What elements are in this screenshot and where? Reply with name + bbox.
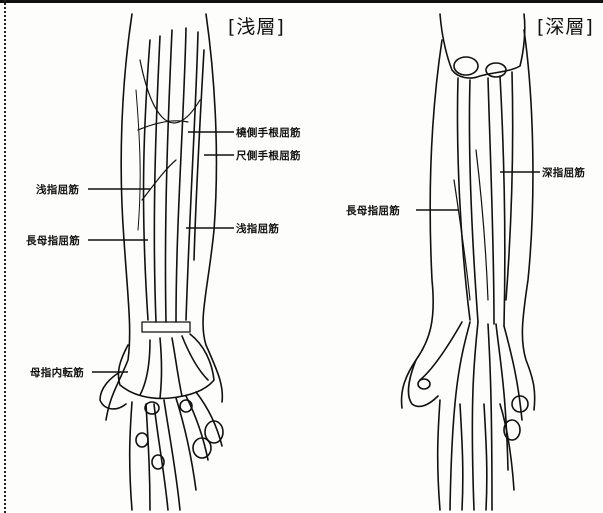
deep-arm bbox=[402, 14, 535, 510]
superficial-layer-title: [浅層] bbox=[228, 12, 285, 39]
deep-layer-title: [深層] bbox=[537, 12, 594, 39]
label-fpl-superficial: 長母指屈筋 bbox=[26, 233, 80, 248]
superficial-finger-1 bbox=[130, 402, 132, 510]
label-fdp: 深指屈筋 bbox=[542, 165, 585, 180]
superficial-arm-outline-right bbox=[203, 14, 222, 402]
superficial-arm bbox=[100, 14, 223, 510]
label-flexor-carpi-radialis: 橈側手根屈筋 bbox=[236, 125, 301, 140]
superficial-arm-outline-left bbox=[106, 14, 132, 420]
label-fpl-deep: 長母指屈筋 bbox=[346, 203, 400, 218]
label-fds-left: 浅指屈筋 bbox=[36, 182, 79, 197]
label-adductor-pollicis: 母指内転筋 bbox=[30, 365, 84, 380]
label-flexor-carpi-ulnaris: 尺側手根屈筋 bbox=[236, 148, 301, 163]
label-fds-right: 浅指屈筋 bbox=[236, 221, 279, 236]
